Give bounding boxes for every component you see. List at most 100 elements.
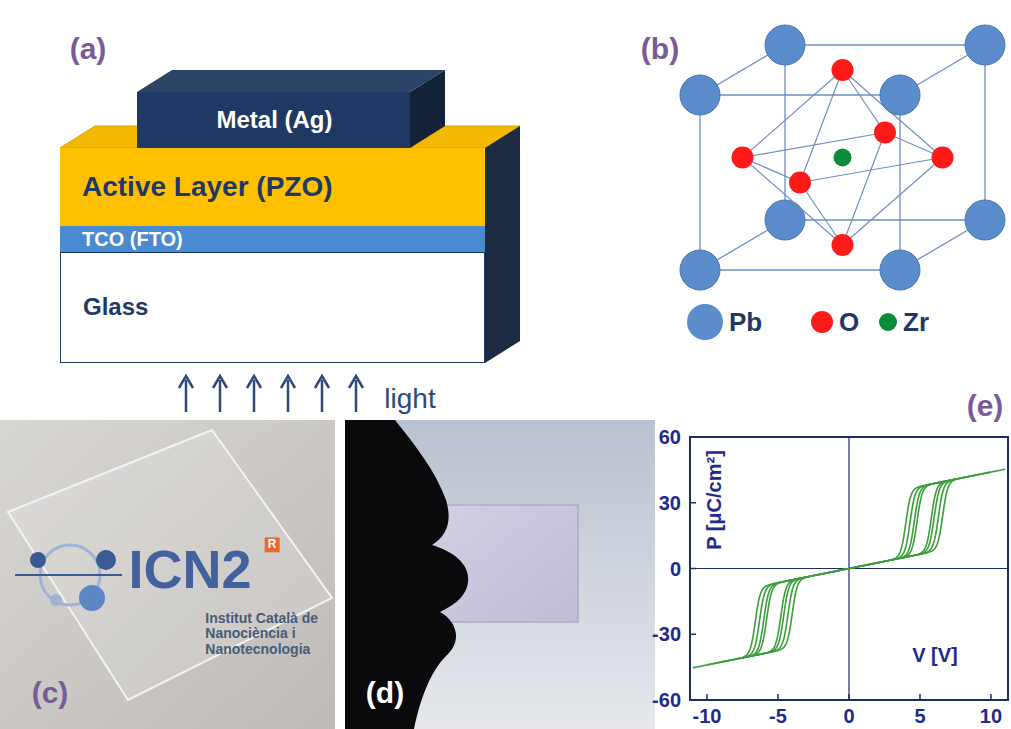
lead-atom bbox=[680, 75, 720, 115]
metal-side-face bbox=[410, 70, 445, 148]
legend-item: Pb bbox=[687, 306, 762, 338]
legend-item: O bbox=[811, 306, 859, 338]
active-layer: Active Layer (PZO) bbox=[60, 148, 485, 226]
layer-name: Active Layer (PZO) bbox=[82, 172, 333, 203]
hysteresis-loop bbox=[707, 472, 991, 665]
photo-background bbox=[345, 420, 655, 729]
hysteresis-loop bbox=[741, 479, 957, 658]
panel-letter: (b) bbox=[641, 32, 679, 65]
stack-side-face bbox=[485, 126, 520, 363]
light-label: light bbox=[384, 384, 435, 415]
hysteresis-chart bbox=[690, 437, 1008, 700]
octahedron-edge bbox=[743, 158, 843, 246]
light-arrow-head bbox=[213, 376, 227, 388]
layer-name: TCO (FTO) bbox=[82, 228, 183, 250]
lead-atom bbox=[880, 75, 920, 115]
logo-circle bbox=[96, 550, 116, 570]
perovskite-cell bbox=[680, 25, 1005, 290]
lead-atom bbox=[765, 200, 805, 240]
legend-item: Zr bbox=[879, 306, 929, 338]
glass-sample bbox=[8, 430, 332, 700]
lead-atom bbox=[680, 250, 720, 290]
hysteresis-loop bbox=[721, 475, 977, 662]
legend-label: Pb bbox=[729, 308, 762, 337]
octahedron-edge bbox=[743, 133, 886, 158]
metal-top-face bbox=[137, 70, 445, 92]
light-arrow-head bbox=[349, 376, 363, 388]
legend-swatch bbox=[687, 304, 723, 340]
tick-label: 0 bbox=[670, 558, 681, 580]
octahedron-edge bbox=[843, 70, 943, 158]
light-arrow bbox=[287, 380, 290, 412]
layer-name: Metal (Ag) bbox=[217, 107, 333, 133]
light-arrow bbox=[355, 380, 358, 412]
octahedron-edge bbox=[800, 158, 943, 183]
octahedron-edge bbox=[800, 70, 843, 183]
lead-atom bbox=[765, 25, 805, 65]
legend-label: O bbox=[839, 308, 859, 337]
logo-text: ICN2 bbox=[128, 540, 251, 599]
photo-background bbox=[0, 420, 335, 729]
layer-name: Glass bbox=[83, 294, 148, 320]
octahedron-edge bbox=[843, 158, 943, 246]
cell-edge bbox=[700, 269, 900, 270]
logo-line bbox=[15, 574, 122, 576]
panel-letter: (d) bbox=[366, 676, 404, 709]
legend-swatch-box bbox=[811, 311, 833, 333]
light-arrow-head bbox=[179, 376, 193, 388]
metal-layer: Metal (Ag) bbox=[137, 92, 410, 148]
tick-label: 60 bbox=[659, 426, 681, 448]
light-arrow bbox=[253, 380, 256, 412]
tick-label: 10 bbox=[980, 705, 1002, 727]
panel-letter: (c) bbox=[32, 676, 69, 709]
legend-swatch-box bbox=[879, 313, 897, 331]
tick-label: -60 bbox=[652, 689, 681, 711]
octahedron-edge bbox=[743, 70, 843, 158]
institute-name: Institut Català de Nanociència i Nanotec… bbox=[205, 611, 318, 657]
oxygen-atom bbox=[932, 147, 954, 169]
axis-title: P [μC/cm²] bbox=[703, 450, 725, 550]
tick-label: 30 bbox=[659, 492, 681, 514]
logo-circles bbox=[15, 545, 122, 611]
oxygen-atom bbox=[732, 147, 754, 169]
light-arrow bbox=[185, 380, 188, 412]
light-arrow bbox=[321, 380, 324, 412]
axis-title: V [V] bbox=[912, 644, 958, 666]
logo-circle bbox=[30, 552, 46, 568]
tco-layer: TCO (FTO) bbox=[60, 226, 485, 252]
light-arrow-head bbox=[281, 376, 295, 388]
tick-label: 5 bbox=[914, 705, 925, 727]
legend-swatch-box bbox=[687, 304, 723, 340]
light-arrow-head bbox=[315, 376, 329, 388]
logo-mark: R bbox=[265, 537, 280, 552]
lead-atom bbox=[880, 250, 920, 290]
panel-letter: (a) bbox=[70, 32, 107, 65]
plot-frame bbox=[690, 437, 1008, 700]
cell-edge bbox=[984, 45, 985, 220]
tick-label: -5 bbox=[769, 705, 787, 727]
lead-atom bbox=[965, 200, 1005, 240]
logo-circle bbox=[79, 585, 105, 611]
panel-letter: (e) bbox=[967, 389, 1004, 422]
legend-swatch bbox=[811, 311, 833, 333]
lead-atom bbox=[965, 25, 1005, 65]
oxygen-atom bbox=[832, 59, 854, 81]
octahedron-edge bbox=[843, 133, 886, 246]
glass-substrate: Glass bbox=[60, 252, 485, 363]
cell-edge bbox=[785, 44, 985, 45]
light-arrow bbox=[219, 380, 222, 412]
oxygen-atom bbox=[789, 172, 811, 194]
tick-label: 0 bbox=[843, 705, 854, 727]
oxygen-atom bbox=[874, 122, 896, 144]
hand-silhouette bbox=[345, 420, 468, 729]
light-arrows bbox=[179, 376, 363, 412]
legend-label: Zr bbox=[903, 308, 929, 337]
tick-label: -30 bbox=[652, 623, 681, 645]
oxygen-atom bbox=[832, 234, 854, 256]
hysteresis-loop bbox=[693, 469, 1005, 668]
zirconium-atom bbox=[834, 149, 852, 167]
light-arrow-head bbox=[247, 376, 261, 388]
legend-swatch bbox=[879, 313, 897, 331]
logo-circle bbox=[50, 594, 62, 606]
tick-label: -10 bbox=[693, 705, 722, 727]
